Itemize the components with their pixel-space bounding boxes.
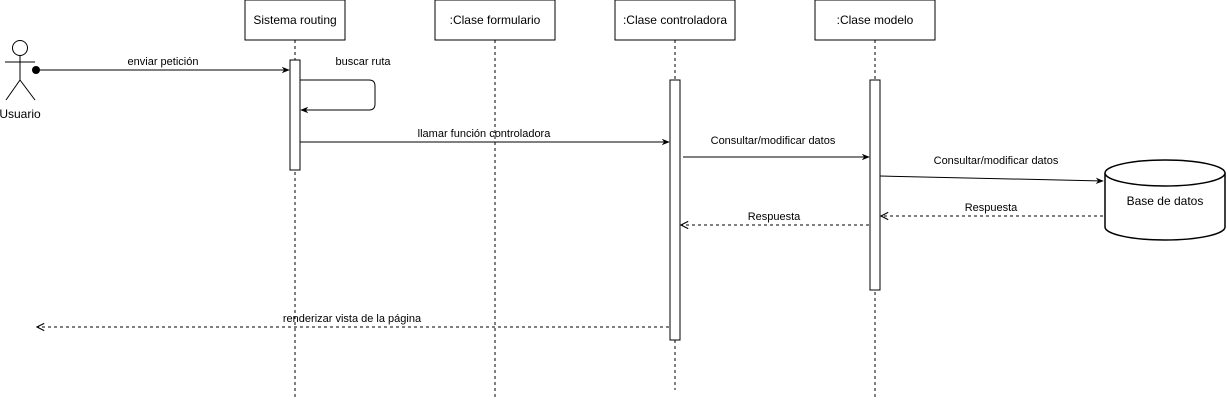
message-label: Respuesta	[748, 211, 801, 223]
participant-modelo[interactable]: :Clase modelo	[814, 0, 936, 41]
participant-label: :Clase modelo	[837, 13, 914, 27]
message-label: Consultar/modificar datos	[711, 135, 836, 147]
activation-routing	[289, 59, 301, 171]
message-label: buscar ruta	[335, 56, 391, 68]
message-label: enviar petición	[128, 56, 199, 68]
message-renderizar-vista: renderizar vista de la página	[37, 313, 669, 327]
actor-usuario[interactable]: Usuario	[0, 40, 41, 122]
stick-figure-icon	[5, 40, 36, 101]
actor-label: Usuario	[0, 107, 41, 121]
database-label: Base de datos	[1127, 194, 1204, 208]
database-base-de-datos[interactable]: Base de datos	[1104, 159, 1226, 241]
participant-label: :Clase controladora	[623, 13, 727, 27]
participant-label: :Clase formulario	[450, 13, 541, 27]
participant-routing[interactable]: Sistema routing	[244, 0, 346, 41]
activation-modelo	[869, 79, 881, 291]
message-label: llamar función controladora	[418, 128, 552, 140]
message-label: Respuesta	[965, 202, 1018, 214]
message-label: Consultar/modificar datos	[934, 155, 1059, 167]
message-consultar-modelo: Consultar/modificar datos	[683, 135, 870, 161]
participant-controladora[interactable]: :Clase controladora	[614, 0, 736, 41]
participant-label: Sistema routing	[253, 13, 336, 27]
message-consultar-bd: Consultar/modificar datos	[879, 155, 1104, 185]
activation-controladora	[669, 79, 681, 341]
message-label: renderizar vista de la página	[283, 313, 422, 325]
participant-formulario[interactable]: :Clase formulario	[434, 0, 556, 41]
message-respuesta-modelo: Respuesta	[681, 211, 869, 225]
message-llamar-funcion: llamar función controladora	[300, 128, 670, 146]
message-buscar-ruta: buscar ruta	[300, 56, 391, 114]
message-enviar-peticion: enviar petición	[32, 56, 290, 74]
message-respuesta-bd: Respuesta	[881, 202, 1103, 216]
database-icon	[1104, 159, 1226, 241]
